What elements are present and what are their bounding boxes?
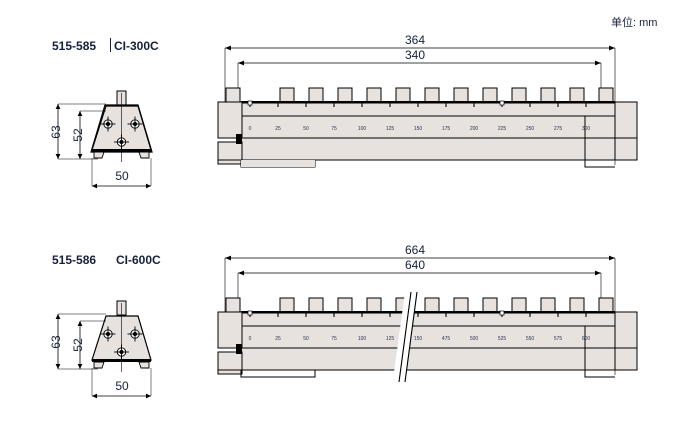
tick-label: 25	[275, 336, 281, 342]
tick-label: 300	[581, 126, 591, 132]
tick-label: 50	[303, 336, 309, 342]
tick-label: 275	[553, 126, 563, 132]
tick-label: 150	[413, 126, 423, 132]
cross-section-1-height-outer: 63	[49, 125, 63, 139]
side-view-1-dim-overall: 364	[404, 33, 426, 47]
cross-section-1-height-inner: 52	[71, 128, 85, 142]
tick-label: 0	[248, 126, 252, 132]
cross-section-2	[55, 300, 152, 399]
break-symbol	[393, 291, 418, 383]
part-code-1: 515-585	[52, 39, 97, 53]
tick-label: 550	[525, 336, 535, 342]
tick-label: 600	[581, 336, 591, 342]
tick-label: 250	[525, 126, 535, 132]
tick-label: 200	[469, 126, 479, 132]
tick-label: 125	[385, 126, 395, 132]
side-view-1-dim-inner: 340	[404, 48, 426, 62]
tick-label: 25	[275, 126, 281, 132]
tick-label: 125	[385, 336, 395, 342]
tick-label: 100	[357, 126, 367, 132]
tick-label: 75	[331, 126, 337, 132]
part-name-2: CI-600C	[116, 253, 161, 267]
tick-label: 225	[497, 126, 507, 132]
tick-label: 575	[553, 336, 563, 342]
side-view-1	[217, 45, 638, 168]
tick-label: 75	[331, 336, 337, 342]
tick-label: 150	[413, 336, 423, 342]
part-name-1: CI-300C	[114, 39, 159, 53]
part-code-2: 515-586	[52, 253, 97, 267]
cross-section-1	[55, 90, 153, 189]
tick-label: 50	[303, 126, 309, 132]
unit-label: 单位: mm	[611, 17, 658, 29]
text-caret-1	[110, 38, 111, 52]
cross-section-1-width: 50	[115, 169, 129, 183]
cross-section-2-width: 50	[115, 379, 129, 393]
tick-label: 100	[357, 336, 367, 342]
side-view-2-dim-inner: 640	[404, 258, 426, 272]
cross-section-2-height-outer: 63	[49, 335, 63, 349]
tick-label: 500	[469, 336, 479, 342]
cross-section-2-height-inner: 52	[71, 338, 85, 352]
side-view-2	[217, 255, 638, 383]
tick-label: 175	[441, 126, 451, 132]
tick-label: 475	[441, 336, 451, 342]
tick-label: 525	[497, 336, 507, 342]
tick-label: 0	[248, 336, 252, 342]
side-view-2-dim-overall: 664	[404, 243, 426, 257]
